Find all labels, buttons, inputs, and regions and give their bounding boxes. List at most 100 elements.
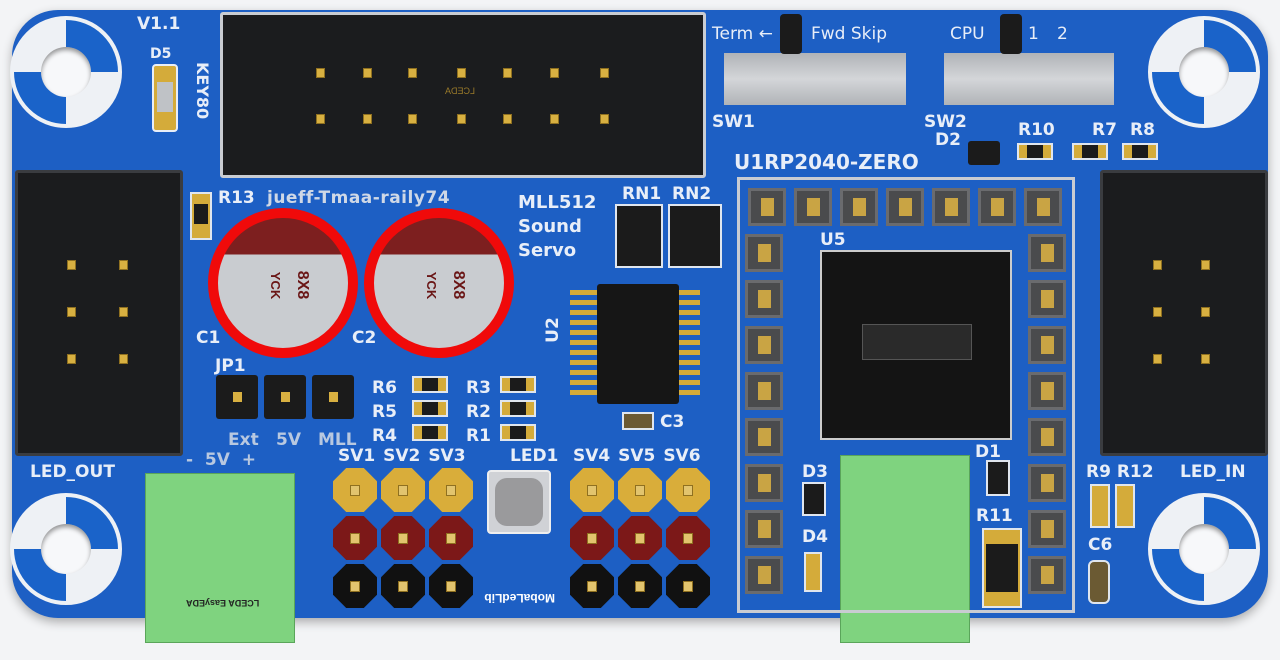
title-line-1: MLL512 xyxy=(518,192,597,213)
socket-pin xyxy=(745,326,783,364)
sv-right-labels: SV4 SV5 SV6 xyxy=(573,446,701,466)
resistor-r8 xyxy=(1122,143,1158,160)
servo-pin-plus[interactable] xyxy=(618,516,662,560)
power-terminal-block[interactable]: LCEDA EasyEDA xyxy=(145,473,295,643)
servo-pin-plus[interactable] xyxy=(666,516,710,560)
resistor-r11 xyxy=(982,528,1022,608)
jp-ext-label: Ext xyxy=(228,430,259,450)
servo-pin-plus[interactable] xyxy=(570,516,614,560)
idc-pin xyxy=(363,68,372,78)
led-in-label: LED_IN xyxy=(1180,462,1246,482)
power-label: - 5V + xyxy=(186,450,256,470)
c1-label: C1 xyxy=(196,328,221,348)
idc-pin xyxy=(550,68,559,78)
jumper-pin-mll[interactable] xyxy=(312,375,354,419)
switch-sw1-slider[interactable] xyxy=(780,14,802,54)
d5-label: D5 xyxy=(150,46,172,62)
term-label: Term ← xyxy=(712,24,773,44)
servo-pin-signal[interactable] xyxy=(381,468,425,512)
switch-sw2-slider[interactable] xyxy=(1000,14,1022,54)
resistor-r3 xyxy=(500,376,536,393)
resistor-network-rn2 xyxy=(668,204,722,268)
resistor-r10 xyxy=(1017,143,1053,160)
resistor-r13 xyxy=(190,192,212,240)
mounting-hole-top-right xyxy=(1148,16,1260,128)
idc-pin xyxy=(457,114,466,124)
servo-pin-signal[interactable] xyxy=(333,468,377,512)
socket-pin xyxy=(840,188,878,226)
jumper-pin-5v[interactable] xyxy=(264,375,306,419)
connector-pin xyxy=(1201,307,1210,317)
idc-pin xyxy=(503,68,512,78)
socket-pin xyxy=(745,280,783,318)
position-1-label: 1 xyxy=(1028,24,1039,44)
mounting-hole-bottom-left xyxy=(10,493,122,605)
socket-pin xyxy=(745,556,783,594)
socket-pin xyxy=(748,188,786,226)
jumper-pin-ext[interactable] xyxy=(216,375,258,419)
idc-pin xyxy=(550,114,559,124)
rp2040-zero-socket xyxy=(737,177,1075,613)
servo-pin-minus[interactable] xyxy=(381,564,425,608)
cpu-label: CPU xyxy=(950,24,985,44)
diode-d2 xyxy=(968,141,1000,165)
sv-left-labels: SV1 SV2 SV3 xyxy=(338,446,466,466)
connector-pin xyxy=(1153,260,1162,270)
r11-label: R11 xyxy=(976,506,1013,526)
servo-pin-minus[interactable] xyxy=(429,564,473,608)
sw1-label: SW1 xyxy=(712,112,755,132)
position-2-label: 2 xyxy=(1057,24,1068,44)
led-out-connector xyxy=(15,170,183,456)
resistor-r7 xyxy=(1072,143,1108,160)
c6-label: C6 xyxy=(1088,535,1113,555)
title-line-2: Sound xyxy=(518,216,582,237)
servo-pin-plus[interactable] xyxy=(381,516,425,560)
servo-pin-minus[interactable] xyxy=(618,564,662,608)
led1-ws2812 xyxy=(487,470,551,534)
lceda-mark: LCEDA xyxy=(445,86,476,96)
resistor-r12 xyxy=(1115,484,1135,528)
connector-pin xyxy=(119,307,128,317)
resistor-r2 xyxy=(500,400,536,417)
d3-label: D3 xyxy=(802,462,828,482)
socket-pin xyxy=(1024,188,1062,226)
resistor-r4 xyxy=(412,424,448,441)
connector-pin xyxy=(1201,354,1210,364)
idc-pin xyxy=(316,114,325,124)
servo-pin-signal[interactable] xyxy=(618,468,662,512)
switch-sw1[interactable] xyxy=(724,53,906,105)
switch-sw2[interactable] xyxy=(944,53,1114,105)
idc-pin xyxy=(600,114,609,124)
socket-pin xyxy=(1028,280,1066,318)
socket-pin xyxy=(745,418,783,456)
d2-label: D2 xyxy=(935,130,961,150)
servo-pin-signal[interactable] xyxy=(570,468,614,512)
idc-pin xyxy=(408,114,417,124)
socket-pin xyxy=(745,372,783,410)
c2-label: C2 xyxy=(352,328,377,348)
d1-label: D1 xyxy=(975,442,1001,462)
servo-pin-signal[interactable] xyxy=(429,468,473,512)
connector-pin xyxy=(119,260,128,270)
led-out-label: LED_OUT xyxy=(30,462,115,482)
capacitor-c6 xyxy=(1088,560,1110,604)
servo-pin-plus[interactable] xyxy=(429,516,473,560)
socket-pin xyxy=(1028,464,1066,502)
sw2-label: SW2 xyxy=(924,112,967,132)
connector-pin xyxy=(67,260,76,270)
servo-pin-minus[interactable] xyxy=(666,564,710,608)
idc-header-connector xyxy=(220,12,706,178)
rn2-label: RN2 xyxy=(672,184,712,204)
socket-pin xyxy=(745,464,783,502)
servo-pin-minus[interactable] xyxy=(570,564,614,608)
mounting-hole-top-left xyxy=(10,16,122,128)
jp-5v-label: 5V xyxy=(276,430,301,450)
resistor-network-rn1 xyxy=(615,204,663,268)
servo-pin-plus[interactable] xyxy=(333,516,377,560)
servo-pin-minus[interactable] xyxy=(333,564,377,608)
socket-pin xyxy=(886,188,924,226)
r8-label: R8 xyxy=(1130,120,1155,140)
servo-pin-signal[interactable] xyxy=(666,468,710,512)
